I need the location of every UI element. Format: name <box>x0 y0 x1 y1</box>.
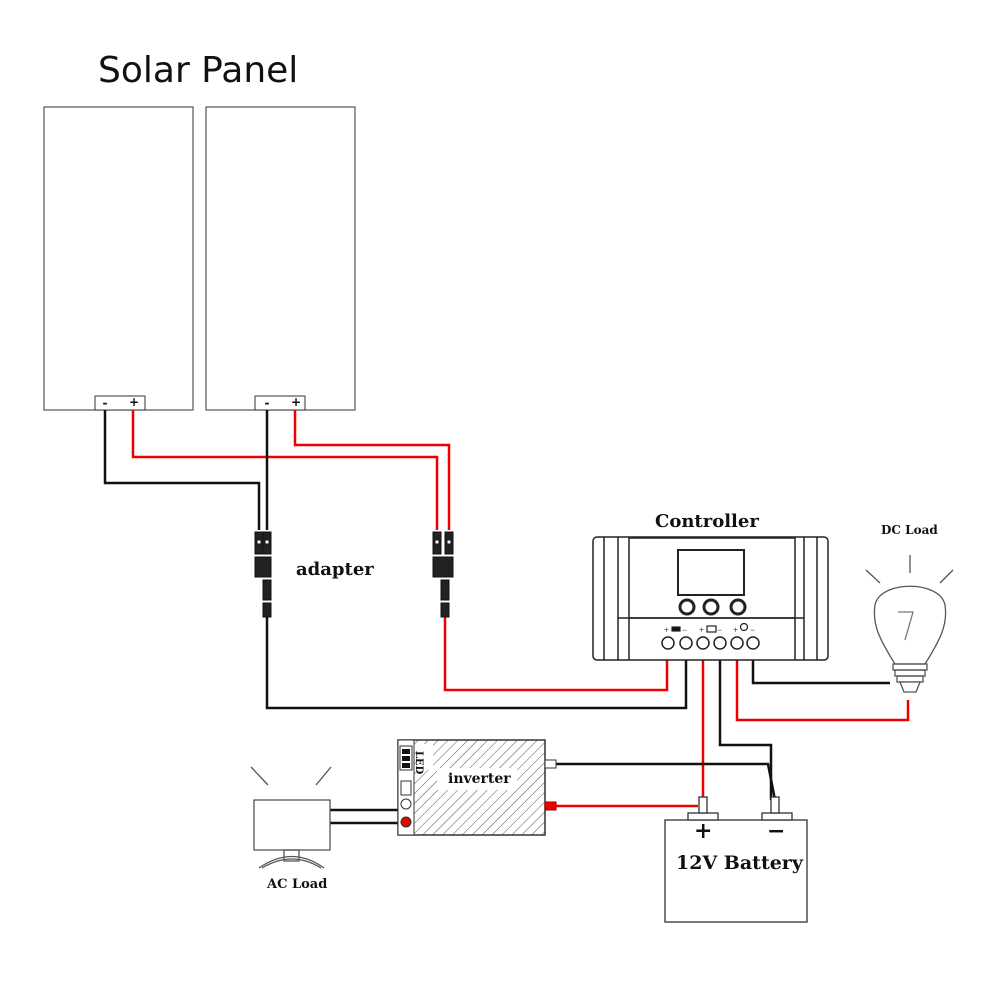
terminal-load-negative <box>746 636 760 650</box>
controller-label: Controller <box>655 511 759 532</box>
svg-text:−: − <box>717 625 722 635</box>
ac-load-label: AC Load <box>267 877 328 892</box>
wire-panel1-positive <box>131 410 439 530</box>
adapter-negative <box>254 531 272 618</box>
inverter-positive-terminal <box>544 801 557 811</box>
svg-text:−: − <box>682 625 687 635</box>
terminal-pv-negative <box>679 636 693 650</box>
battery <box>664 796 808 923</box>
terminal-battery-negative <box>713 636 727 650</box>
dc-load-bulb <box>865 555 954 693</box>
wire-controller-load-positive <box>735 655 910 722</box>
diagram-title: Solar Panel <box>98 50 299 91</box>
wire-panel1-negative <box>103 410 261 530</box>
panel2-negative-label: - <box>264 396 270 410</box>
adapter-positive <box>432 531 454 618</box>
terminal-pv-positive <box>661 636 675 650</box>
ac-outlet <box>400 798 412 810</box>
battery-icon <box>706 625 717 633</box>
terminal-load-positive <box>730 636 744 650</box>
wire-adapter-positive-to-controller <box>443 615 669 692</box>
solar-panel-1 <box>43 106 194 411</box>
wire-controller-load-negative <box>751 655 890 685</box>
svg-text:+: + <box>733 625 738 635</box>
charge-controller: + − + − + − <box>592 536 829 661</box>
solar-panel-2 <box>205 106 356 411</box>
inverter-negative-terminal <box>544 759 557 769</box>
svg-text:−: − <box>750 625 755 635</box>
bulb-icon <box>739 622 749 632</box>
ac-load-tv <box>250 766 332 869</box>
adapter-label: adapter <box>296 559 374 580</box>
inverter-led-label: LED <box>413 751 424 775</box>
wire-panel2-positive <box>293 410 451 530</box>
solar-icon <box>671 626 681 632</box>
inverter-label: inverter <box>448 771 511 787</box>
wire-controller-battery-negative <box>718 655 773 800</box>
panel2-positive-label: + <box>290 395 302 409</box>
controller-button <box>729 598 747 616</box>
terminal-battery-positive <box>696 636 710 650</box>
ac-outlet-indicator <box>400 816 412 828</box>
controller-button <box>702 598 720 616</box>
battery-negative-label: − <box>767 818 786 844</box>
battery-positive-label: + <box>694 818 713 844</box>
inverter <box>397 739 557 836</box>
wire-adapter-negative-to-controller <box>265 615 688 710</box>
controller-screen <box>677 549 745 596</box>
controller-button <box>678 598 696 616</box>
svg-text:+: + <box>664 625 669 635</box>
dc-load-label: DC Load <box>881 523 938 537</box>
battery-label: 12V Battery <box>676 852 803 874</box>
wire-inverter-battery-negative <box>556 762 777 801</box>
panel1-negative-label: - <box>102 396 108 410</box>
panel1-positive-label: + <box>128 395 140 409</box>
svg-text:+: + <box>699 625 704 635</box>
